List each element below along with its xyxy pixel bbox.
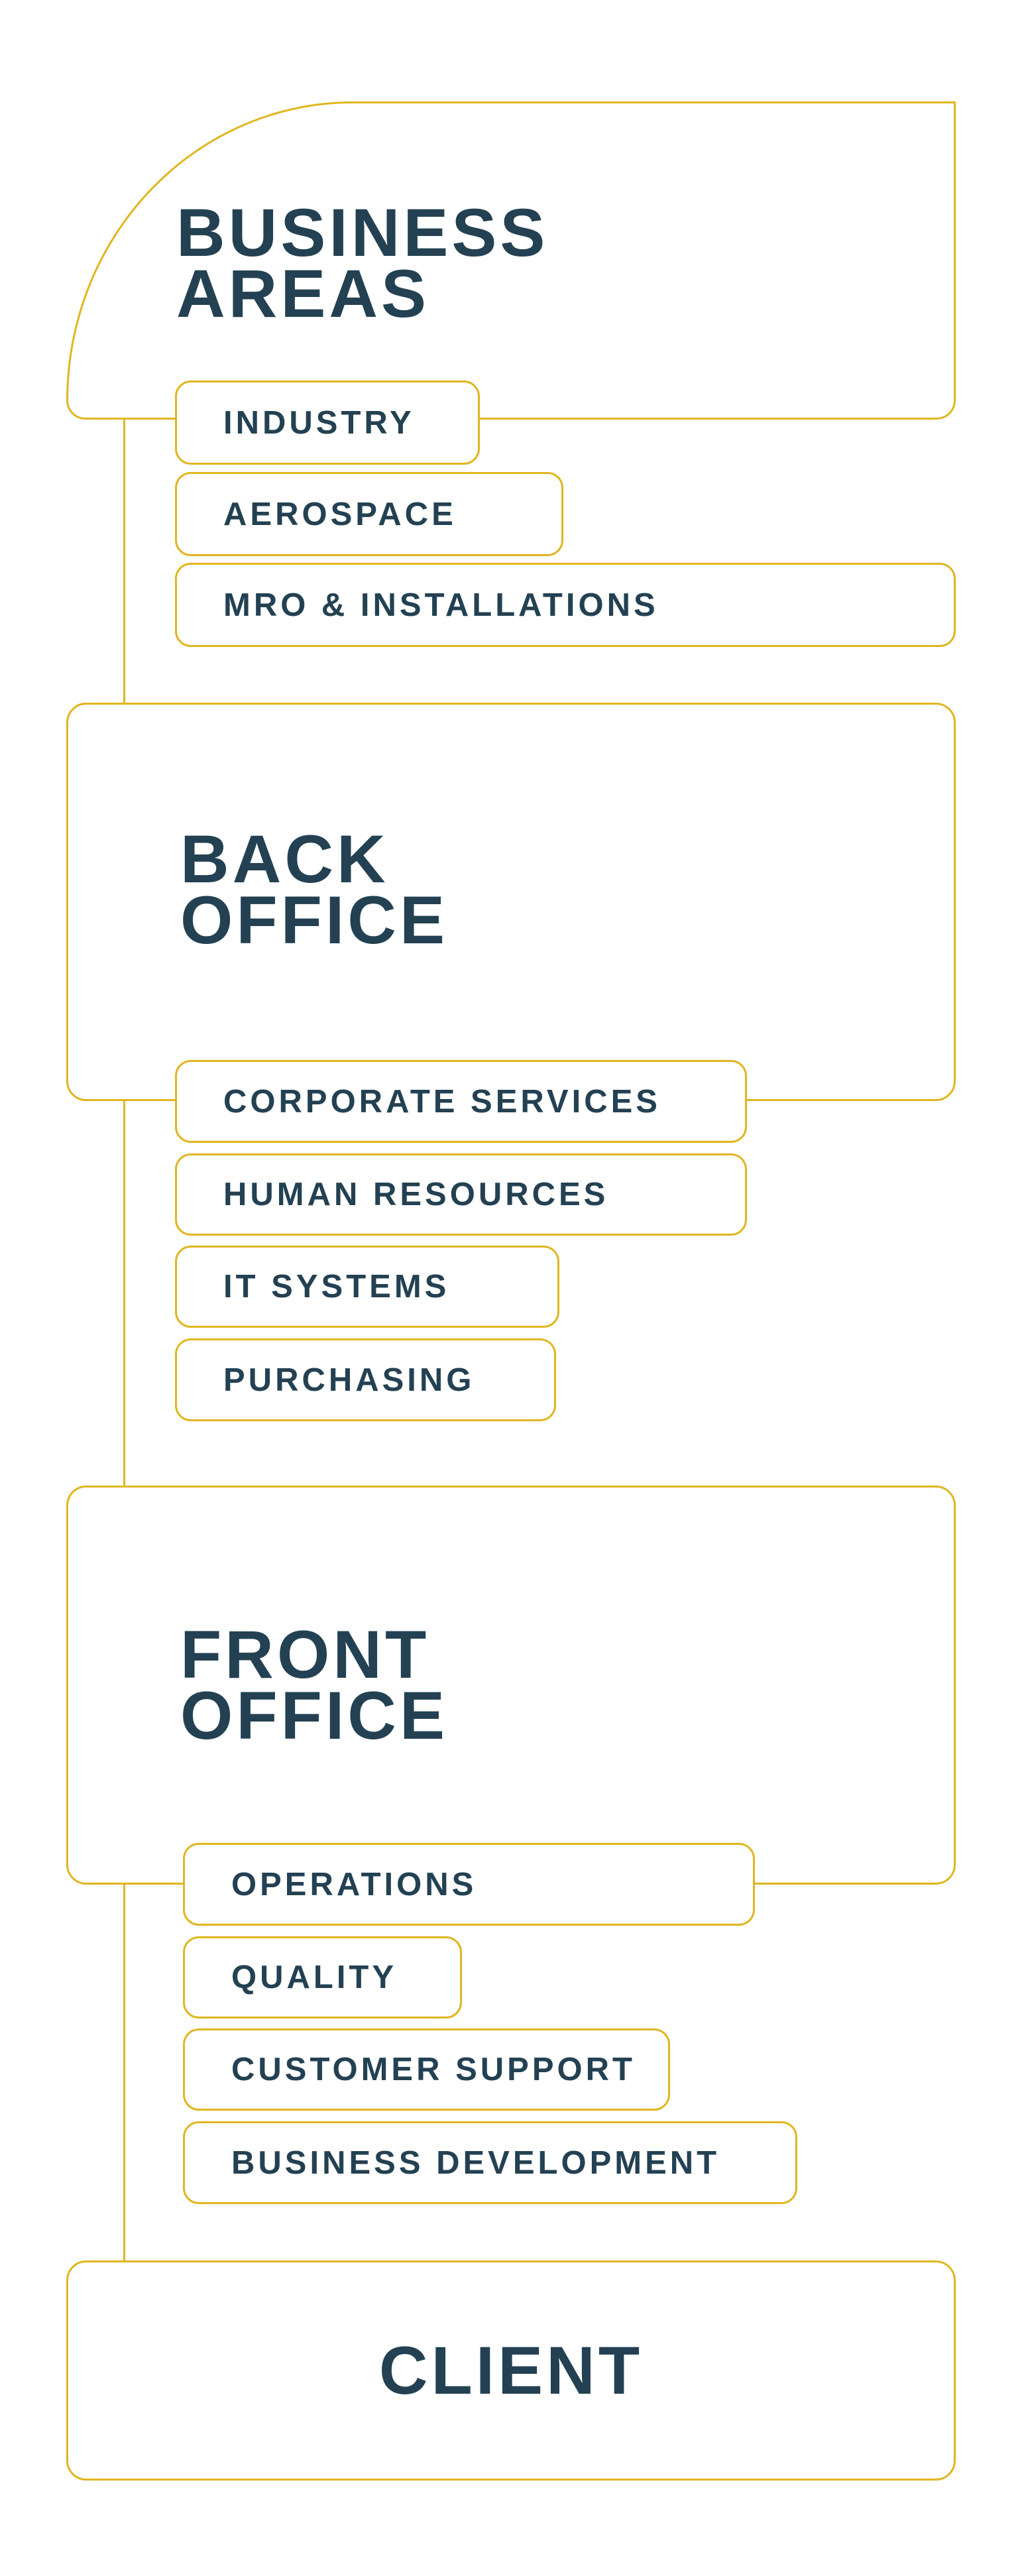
client-title: CLIENT xyxy=(378,2333,644,2408)
title-line: AREAS xyxy=(176,256,430,331)
title-line: FRONT xyxy=(180,1617,430,1692)
item-mro-installations[interactable]: MRO & INSTALLATIONS xyxy=(175,563,956,647)
item-business-development[interactable]: BUSINESS DEVELOPMENT xyxy=(183,2121,797,2204)
item-quality[interactable]: QUALITY xyxy=(183,1936,462,2019)
connector-line xyxy=(123,1100,125,1487)
title-line: BACK xyxy=(180,821,389,897)
item-customer-support[interactable]: CUSTOMER SUPPORT xyxy=(183,2028,670,2111)
client-box: CLIENT xyxy=(66,2260,956,2481)
title-line: OFFICE xyxy=(180,1678,448,1753)
connector-line xyxy=(123,1883,125,2270)
item-human-resources[interactable]: HUMAN RESOURCES xyxy=(175,1153,747,1236)
item-industry[interactable]: INDUSTRY xyxy=(175,381,480,465)
back-office-title: BACK OFFICE xyxy=(180,821,448,958)
front-office-title: FRONT OFFICE xyxy=(180,1617,448,1753)
item-aerospace[interactable]: AEROSPACE xyxy=(175,472,563,556)
title-line: OFFICE xyxy=(180,882,448,958)
connector-line xyxy=(123,418,125,704)
title-line: BUSINESS xyxy=(176,195,549,270)
business-areas-title: BUSINESS AREAS xyxy=(176,195,549,331)
item-corporate-services[interactable]: CORPORATE SERVICES xyxy=(175,1060,747,1143)
item-operations[interactable]: OPERATIONS xyxy=(183,1843,755,1926)
item-it-systems[interactable]: IT SYSTEMS xyxy=(175,1246,559,1328)
item-purchasing[interactable]: PURCHASING xyxy=(175,1338,556,1421)
business-areas-box xyxy=(66,101,956,420)
back-office-box xyxy=(66,703,956,1101)
